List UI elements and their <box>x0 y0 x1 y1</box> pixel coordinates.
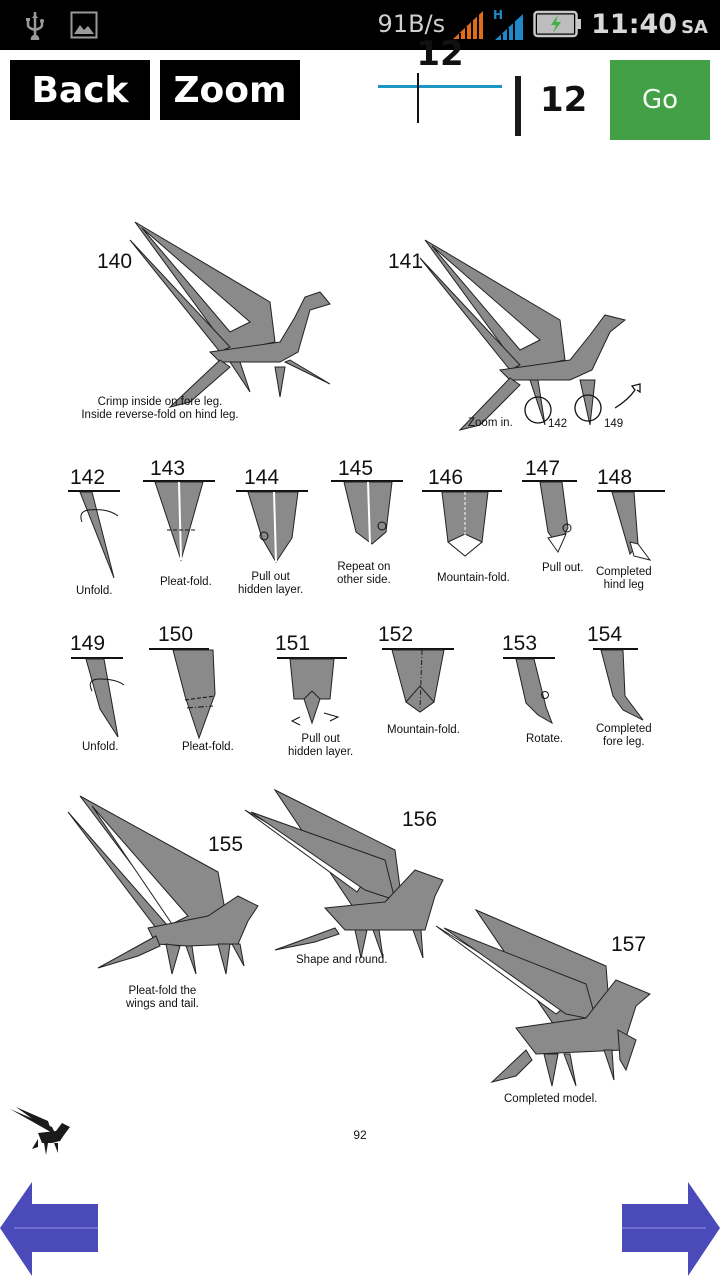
step-caption: Zoom in. <box>468 417 513 429</box>
divider-line <box>522 480 577 482</box>
leg-step-143-figure <box>154 481 204 562</box>
step-number: 142 <box>70 466 106 489</box>
pegasus-step-156-figure <box>244 788 444 959</box>
leg-step-145-figure <box>343 481 393 545</box>
toolbar: Back Zoom <box>0 50 720 150</box>
pegasus-completed-model-figure <box>435 908 651 1087</box>
step-caption: Shape and round. <box>296 954 388 966</box>
divider-line <box>503 657 555 659</box>
divider-line <box>236 490 308 492</box>
arrow-left-icon <box>0 1182 98 1276</box>
leg-step-154-figure <box>600 649 644 721</box>
leg-step-150-figure <box>172 649 216 740</box>
step-number: 144 <box>244 466 280 489</box>
leg-step-144-figure <box>247 491 299 563</box>
step-caption: Pleat-fold. <box>160 576 212 588</box>
clock-ampm: SA <box>681 16 708 38</box>
divider-line <box>71 657 123 659</box>
step-number: 152 <box>378 623 414 646</box>
back-button[interactable]: Back <box>10 60 150 120</box>
previous-page-button[interactable] <box>0 1180 100 1278</box>
step-caption: Unfold. <box>82 741 119 753</box>
step-caption: Pleat-fold. <box>182 741 234 753</box>
divider-line <box>382 648 454 650</box>
step-caption: Completed model. <box>504 1093 598 1105</box>
arrow-right-icon <box>622 1182 720 1276</box>
page-number-input[interactable] <box>378 22 502 88</box>
status-bar: 91B/s H 11:40 SA <box>0 0 720 50</box>
leg-step-142-figure <box>79 491 119 579</box>
step-caption: Rotate. <box>526 733 564 745</box>
signal-sim2-icon: H <box>493 8 524 40</box>
step-number: 149 <box>70 632 106 655</box>
leg-step-147-figure <box>539 481 572 554</box>
leg-step-151-figure <box>289 658 340 726</box>
step-number: 145 <box>338 457 374 480</box>
pegasus-step-155-figure <box>67 795 259 975</box>
divider-line <box>593 648 638 650</box>
step-caption: Pull out. <box>542 562 584 574</box>
divider-line <box>277 657 347 659</box>
callout-label: 142 <box>548 418 568 430</box>
page-number: 92 <box>353 1128 367 1142</box>
step-number: 143 <box>150 457 186 480</box>
leg-step-149-figure <box>85 658 125 738</box>
divider-line <box>597 490 665 492</box>
step-caption: Mountain-fold. <box>387 724 460 736</box>
next-page-button[interactable] <box>620 1180 720 1278</box>
step-number: 157 <box>611 933 647 956</box>
step-number: 147 <box>525 457 561 480</box>
step-number: 140 <box>97 250 133 273</box>
image-icon <box>70 11 98 39</box>
step-number: 151 <box>275 632 311 655</box>
callout-label: 149 <box>604 418 624 430</box>
zoom-button[interactable]: Zoom <box>160 60 300 120</box>
pegasus-step-141-figure <box>419 239 641 431</box>
diagram-page[interactable]: 140 Crimp inside on fore leg. Inside rev… <box>0 150 720 1180</box>
divider-line <box>422 490 502 492</box>
network-type-label: H <box>493 8 503 22</box>
step-caption: Crimp inside on fore leg. Inside reverse… <box>81 396 239 421</box>
battery-charging-icon <box>533 10 582 38</box>
step-number: 146 <box>428 466 464 489</box>
leg-step-153-figure <box>515 658 553 725</box>
clock: 11:40 <box>591 8 678 40</box>
go-button[interactable]: Go <box>610 60 710 140</box>
leg-step-152-figure <box>391 649 445 713</box>
divider-line <box>331 480 403 482</box>
step-number: 150 <box>158 623 194 646</box>
pegasus-step-140-figure <box>129 221 331 408</box>
step-number: 153 <box>502 632 538 655</box>
page-separator <box>515 76 521 136</box>
total-pages: 12 <box>540 80 588 120</box>
step-number: 154 <box>587 623 623 646</box>
step-number: 155 <box>208 833 244 856</box>
step-number: 141 <box>388 250 424 273</box>
leg-step-148-figure <box>611 491 652 561</box>
divider-line <box>68 490 120 492</box>
step-caption: Unfold. <box>76 585 113 597</box>
step-caption: Mountain-fold. <box>437 572 510 584</box>
leg-step-146-figure <box>441 491 489 557</box>
divider-line <box>149 648 209 650</box>
step-number: 148 <box>597 466 633 489</box>
text-cursor <box>417 73 419 123</box>
pegasus-logo-icon <box>10 1107 70 1155</box>
usb-icon <box>26 12 44 40</box>
divider-line <box>143 480 215 482</box>
step-number: 156 <box>402 808 438 831</box>
